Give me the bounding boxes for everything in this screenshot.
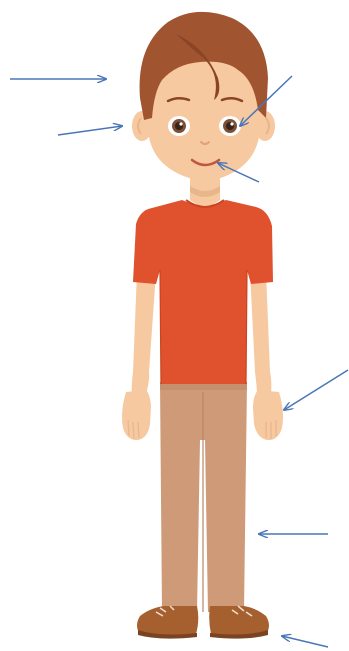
arrow-foot <box>282 636 328 647</box>
pants <box>160 382 247 612</box>
right-shoe <box>209 606 269 639</box>
left-eye <box>168 116 190 136</box>
right-eye <box>219 116 241 136</box>
right-arm <box>250 272 271 394</box>
arrow-hand <box>284 370 348 410</box>
right-hand <box>253 390 283 440</box>
left-shoe <box>137 606 198 639</box>
left-arm <box>132 272 156 394</box>
left-hand <box>122 390 151 440</box>
arrow-ear <box>58 126 122 135</box>
